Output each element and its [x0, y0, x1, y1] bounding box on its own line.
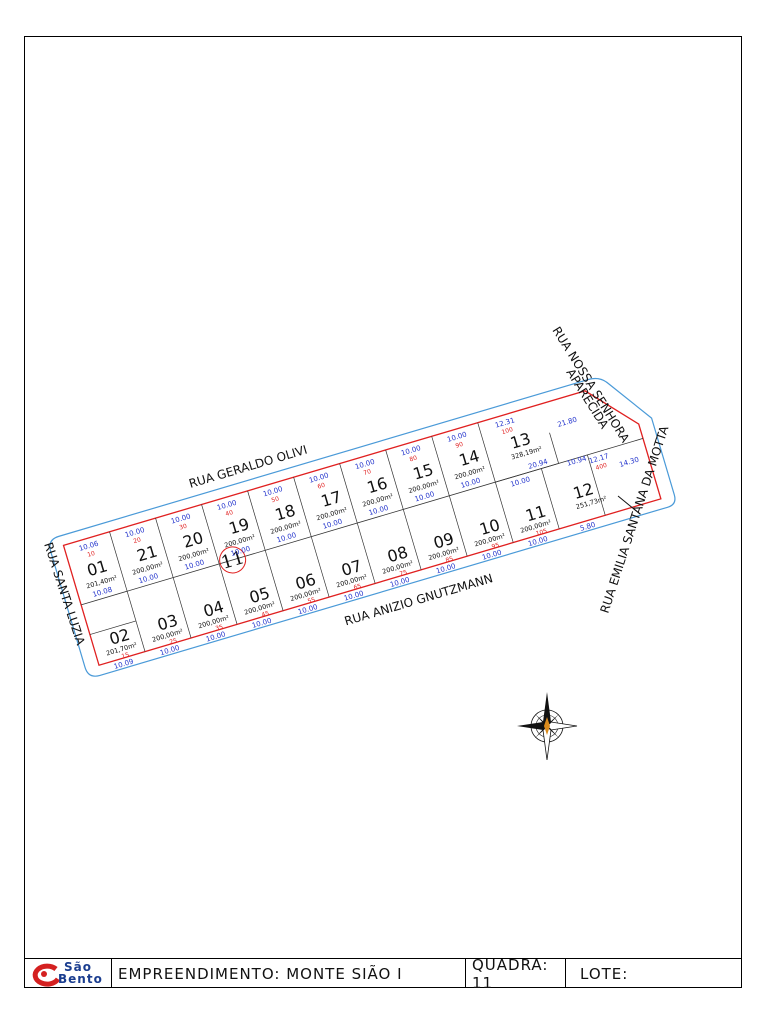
svg-text:14: 14	[457, 446, 482, 470]
svg-text:21.80: 21.80	[557, 416, 578, 429]
svg-text:15: 15	[121, 651, 130, 660]
svg-text:12: 12	[571, 479, 596, 503]
svg-text:14.30: 14.30	[618, 456, 639, 469]
logo-word-1: São	[64, 960, 92, 974]
logo-swirl-icon	[32, 963, 61, 987]
svg-text:400: 400	[595, 462, 608, 472]
lot-field: LOTE:	[580, 964, 629, 983]
street-edge	[49, 377, 676, 677]
svg-text:10: 10	[477, 515, 502, 539]
svg-text:80: 80	[409, 454, 418, 463]
svg-text:10: 10	[87, 550, 96, 559]
svg-text:03: 03	[155, 611, 180, 635]
svg-text:07: 07	[339, 556, 364, 580]
svg-text:15: 15	[411, 460, 436, 484]
title-block: São Bento EMPREENDIMENTO: MONTE SIÃO I Q…	[24, 956, 742, 992]
lot-dividers-top	[109, 422, 559, 592]
street-west-label: RUA SANTA LUZIA	[41, 541, 88, 648]
svg-text:13: 13	[508, 429, 533, 453]
svg-text:95: 95	[491, 542, 500, 551]
block-number: QUADRA: 11	[466, 956, 566, 992]
company-logo: São Bento	[24, 959, 112, 988]
block-boundary	[62, 390, 662, 667]
svg-text:75: 75	[399, 569, 408, 578]
svg-text:20: 20	[133, 536, 142, 545]
svg-text:02: 02	[107, 625, 132, 649]
svg-text:35: 35	[215, 624, 224, 633]
svg-text:25: 25	[169, 637, 178, 646]
svg-text:10.94: 10.94	[566, 454, 588, 468]
svg-text:09: 09	[431, 529, 456, 553]
svg-text:55: 55	[307, 596, 316, 605]
svg-text:11: 11	[523, 501, 548, 525]
svg-text:16: 16	[365, 473, 390, 497]
svg-text:60: 60	[317, 482, 326, 491]
svg-text:85: 85	[445, 555, 454, 564]
svg-text:17: 17	[319, 487, 344, 511]
development-name: EMPREENDIMENTO: MONTE SIÃO I	[112, 959, 466, 988]
svg-text:100: 100	[501, 426, 514, 436]
north-arrow-icon	[517, 692, 578, 761]
svg-text:70: 70	[363, 468, 372, 477]
svg-text:18: 18	[273, 501, 298, 525]
svg-text:50: 50	[271, 495, 280, 504]
street-east-leader	[617, 495, 641, 515]
svg-text:105: 105	[535, 528, 548, 538]
svg-text:06: 06	[293, 570, 318, 594]
street-north-label: RUA GERALDO OLIVI	[187, 443, 309, 491]
svg-text:30: 30	[179, 523, 188, 532]
block-label-circle	[219, 546, 247, 574]
drawing-frame	[24, 36, 742, 988]
svg-text:04: 04	[201, 597, 226, 621]
svg-text:20.94: 20.94	[527, 457, 549, 471]
svg-text:45: 45	[261, 610, 270, 619]
svg-text:65: 65	[353, 583, 362, 592]
street-east-label: RUA EMILIA SANTANA DA MOTTA	[598, 423, 672, 615]
svg-text:40: 40	[225, 509, 234, 518]
svg-text:05: 05	[247, 583, 272, 607]
svg-text:19: 19	[227, 514, 252, 538]
svg-text:20: 20	[181, 528, 206, 552]
svg-text:90: 90	[455, 441, 464, 450]
logo-word-2: Bento	[58, 972, 103, 986]
lot-dividers-bottom	[89, 432, 606, 652]
